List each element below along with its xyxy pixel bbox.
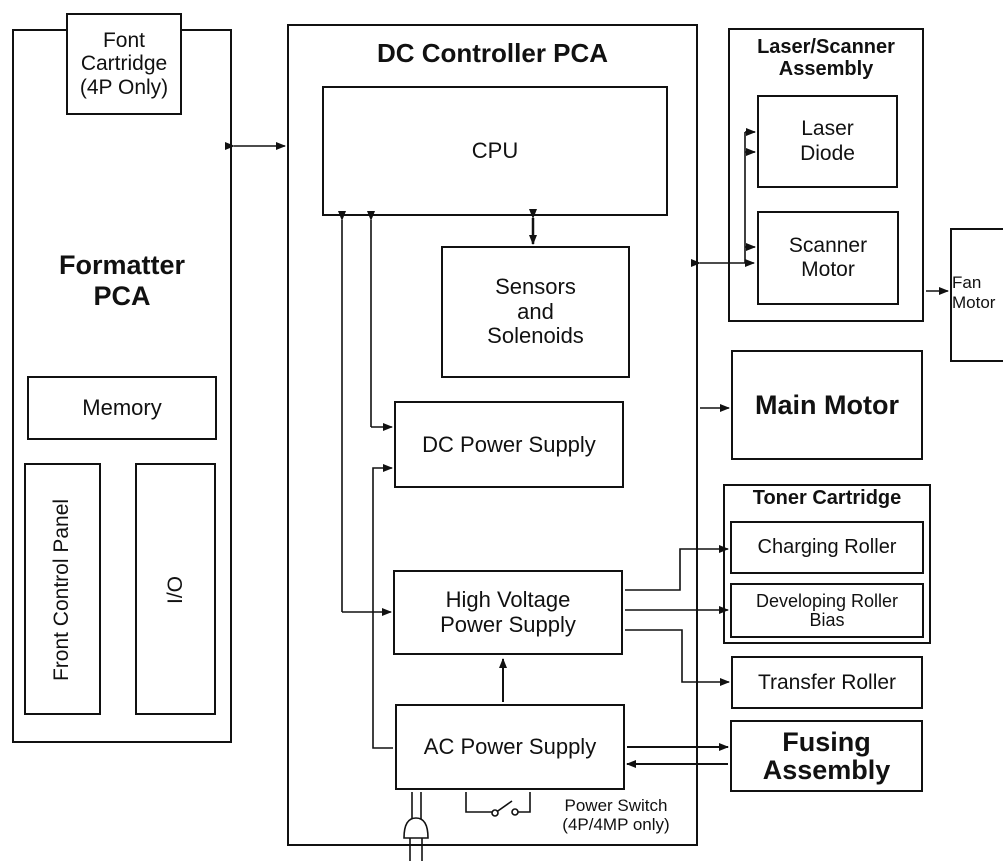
cpu-label: CPU	[471, 138, 519, 163]
fusing-assembly-box: Fusing Assembly	[730, 720, 923, 792]
laser-diode-box: Laser Diode	[757, 95, 898, 188]
ac-power-supply-label: AC Power Supply	[423, 734, 597, 759]
power-plug	[403, 817, 429, 839]
hv-transfer-link	[625, 629, 730, 686]
laser-scanner-title: Laser/Scanner Assembly	[757, 36, 895, 81]
laser-diode-label: Laser Diode	[800, 117, 855, 165]
fan-motor-box	[950, 228, 1003, 362]
developing-roller-label: Developing Roller Bias	[755, 590, 899, 630]
dc-power-supply-label: DC Power Supply	[422, 431, 596, 457]
ac-power-supply-box: AC Power Supply	[395, 704, 625, 790]
font-cartridge-label: Font Cartridge (4P Only)	[79, 29, 169, 99]
scanner-motor-label: Scanner Motor	[788, 233, 868, 281]
cpu-box: CPU	[322, 86, 668, 216]
transfer-roller-box: Transfer Roller	[731, 656, 923, 709]
dc-power-supply-box: DC Power Supply	[394, 401, 624, 488]
fan-motor-label: Fan Motor	[952, 273, 996, 312]
sensors-solenoids-box: Sensors and Solenoids	[441, 246, 630, 378]
high-voltage-power-supply-box: High Voltage Power Supply	[393, 570, 623, 655]
high-voltage-label: High Voltage Power Supply	[440, 586, 576, 637]
transfer-roller-label: Transfer Roller	[757, 670, 897, 694]
main-motor-box: Main Motor	[731, 350, 923, 460]
font-cartridge-box: Font Cartridge (4P Only)	[66, 13, 182, 115]
scanner-motor-box: Scanner Motor	[757, 211, 899, 305]
formatter-title: Formatter PCA	[58, 250, 186, 312]
charging-roller-label: Charging Roller	[757, 536, 897, 558]
developing-roller-box: Developing Roller Bias	[730, 583, 924, 638]
hv-charging-link	[625, 545, 729, 591]
charging-roller-box: Charging Roller	[730, 521, 924, 574]
main-motor-label: Main Motor	[755, 389, 899, 420]
fusing-assembly-label: Fusing Assembly	[762, 726, 891, 785]
front-control-panel-box: Front Control Panel	[24, 463, 101, 715]
sensors-solenoids-label: Sensors and Solenoids	[487, 274, 584, 349]
power-switch-wire-left	[465, 792, 493, 813]
power-switch-label: Power Switch (4P/4MP only)	[562, 796, 670, 834]
io-box: I/O	[135, 463, 216, 715]
memory-box: Memory	[27, 376, 217, 440]
memory-label: Memory	[82, 395, 162, 420]
power-switch-wire-right	[518, 792, 531, 813]
ac-dc-link	[372, 464, 393, 749]
dc-controller-title: DC Controller PCA	[376, 38, 609, 68]
toner-cartridge-title: Toner Cartridge	[752, 487, 902, 509]
